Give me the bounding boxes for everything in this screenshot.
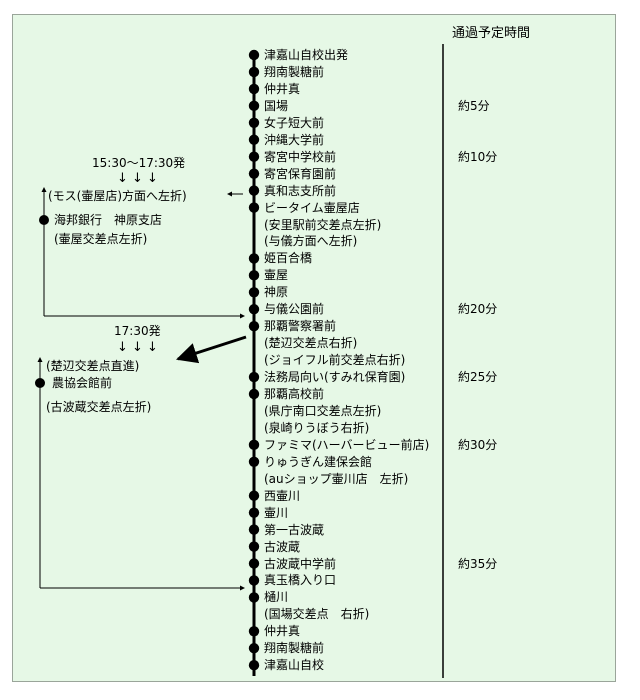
- stop-label: 寄宮中学校前: [264, 149, 337, 164]
- stop-dot: [248, 117, 260, 128]
- time-label: 約30分: [458, 437, 498, 452]
- stop-label: (auショップ壷川店 左折): [264, 471, 409, 486]
- stop-label: 壷屋: [264, 268, 289, 283]
- stop-dot: [248, 558, 260, 569]
- stop-label: 神原: [264, 285, 289, 300]
- stop-dot: [248, 287, 260, 298]
- branch1-stop-label: 海邦銀行 神原支店: [54, 213, 163, 227]
- time-label: 約10分: [458, 149, 498, 164]
- stop-label: 樋川: [264, 590, 289, 605]
- branch2-arrows: ↓ ↓ ↓: [117, 340, 158, 355]
- stop-dot: [248, 439, 260, 451]
- stop-label: 沖縄大学前: [264, 132, 325, 147]
- time-column-header: 通過予定時間: [452, 26, 531, 41]
- stop-label: 壷川: [264, 505, 289, 520]
- stop-label: 仲井真: [264, 81, 301, 96]
- stop-dot: [248, 507, 260, 518]
- stop-dot: [248, 168, 260, 179]
- branch1-stop-dot: [39, 215, 49, 225]
- stop-dot: [248, 304, 260, 315]
- stop-label: (泉崎りうぼう右折): [264, 420, 370, 435]
- stop-dot: [248, 66, 260, 78]
- stop-label: (国場交差点 右折): [264, 607, 370, 622]
- stop-dot: [248, 49, 260, 61]
- stop-dot: [248, 575, 260, 586]
- stop-dot: [248, 185, 260, 196]
- stop-label: 寄宮保育園前: [264, 166, 337, 181]
- branch2-stop-label: 農協会館前: [52, 376, 113, 390]
- branch2-intersection-note: (古波蔵交差点左折): [46, 400, 152, 414]
- stop-label: 津嘉山自校出発: [264, 48, 349, 62]
- branch1-arrows: ↓ ↓ ↓: [117, 171, 158, 186]
- stop-label: 法務局向い(すみれ保育園): [264, 370, 406, 385]
- stop-label: (ジョイフル前交差点右折): [264, 353, 406, 368]
- stop-label: 姫百合橋: [264, 251, 313, 266]
- stop-dot: [248, 388, 260, 400]
- stop-dot: [248, 541, 260, 552]
- stop-dot: [248, 100, 260, 112]
- branch2-diagonal-arrow: [176, 335, 247, 364]
- stop-dot: [248, 371, 260, 383]
- stop-label: 那覇高校前: [264, 387, 325, 401]
- time-label: 約25分: [458, 370, 498, 385]
- stop-label: 真玉橋入り口: [264, 573, 337, 588]
- time-label: 約35分: [458, 556, 498, 571]
- branch1-turn-note: (モス(壷屋店)方面へ左折): [48, 189, 187, 203]
- stop-dot: [248, 134, 260, 145]
- stop-label: りゅうぎん建保会館: [264, 454, 373, 469]
- stop-dot: [248, 321, 260, 332]
- stop-label: 津嘉山自校: [264, 658, 325, 673]
- stop-label: 那覇警察署前: [264, 319, 337, 334]
- stop-dot: [248, 524, 260, 535]
- branch1-intersection-note: (壷屋交差点左折): [54, 232, 148, 246]
- time-label: 約20分: [458, 302, 498, 317]
- stop-label: 翔南製糖前: [264, 64, 325, 79]
- stop-label: (安里駅前交差点左折): [264, 217, 382, 232]
- stop-label: ファミマ(ハーバービュー前店): [264, 437, 430, 452]
- stop-dot: [248, 643, 260, 654]
- branch2-time: 17:30発: [114, 324, 161, 338]
- route-panel: [12, 14, 616, 682]
- stop-label: 古波蔵: [264, 539, 301, 554]
- stop-dot: [248, 270, 260, 281]
- time-label: 約5分: [458, 98, 490, 113]
- stop-label: 古波蔵中学前: [264, 556, 337, 571]
- stop-dot: [248, 456, 260, 467]
- stop-label: 真和志支所前: [264, 183, 337, 198]
- stop-dot: [248, 202, 260, 213]
- stop-label: ビータイム壷屋店: [264, 200, 360, 215]
- stop-label: 国場: [264, 98, 289, 113]
- stop-dot: [248, 490, 260, 501]
- stop-dot: [248, 83, 260, 95]
- stop-label: (県庁南口交差点左折): [264, 403, 382, 418]
- stop-label: (楚辺交差点右折): [264, 336, 358, 351]
- stop-label: 仲井真: [264, 624, 301, 639]
- stop-label: 西壷川: [264, 488, 301, 503]
- stop-dot: [248, 151, 260, 162]
- stop-dot: [248, 592, 260, 603]
- stop-dot: [248, 660, 260, 671]
- branch2-stop-dot: [35, 378, 45, 388]
- branch2-straight-note: (楚辺交差点直進): [46, 359, 140, 373]
- stop-dot: [248, 253, 260, 264]
- stop-label: 女子短大前: [264, 115, 325, 130]
- stop-label: 与儀公園前: [264, 302, 325, 317]
- stop-dot: [248, 626, 260, 637]
- stop-label: (与儀方面へ左折): [264, 234, 358, 249]
- stop-label: 翔南製糖前: [264, 641, 325, 656]
- branch1-time: 15:30～17:30発: [92, 156, 186, 170]
- stop-label: 第一古波蔵: [264, 522, 325, 537]
